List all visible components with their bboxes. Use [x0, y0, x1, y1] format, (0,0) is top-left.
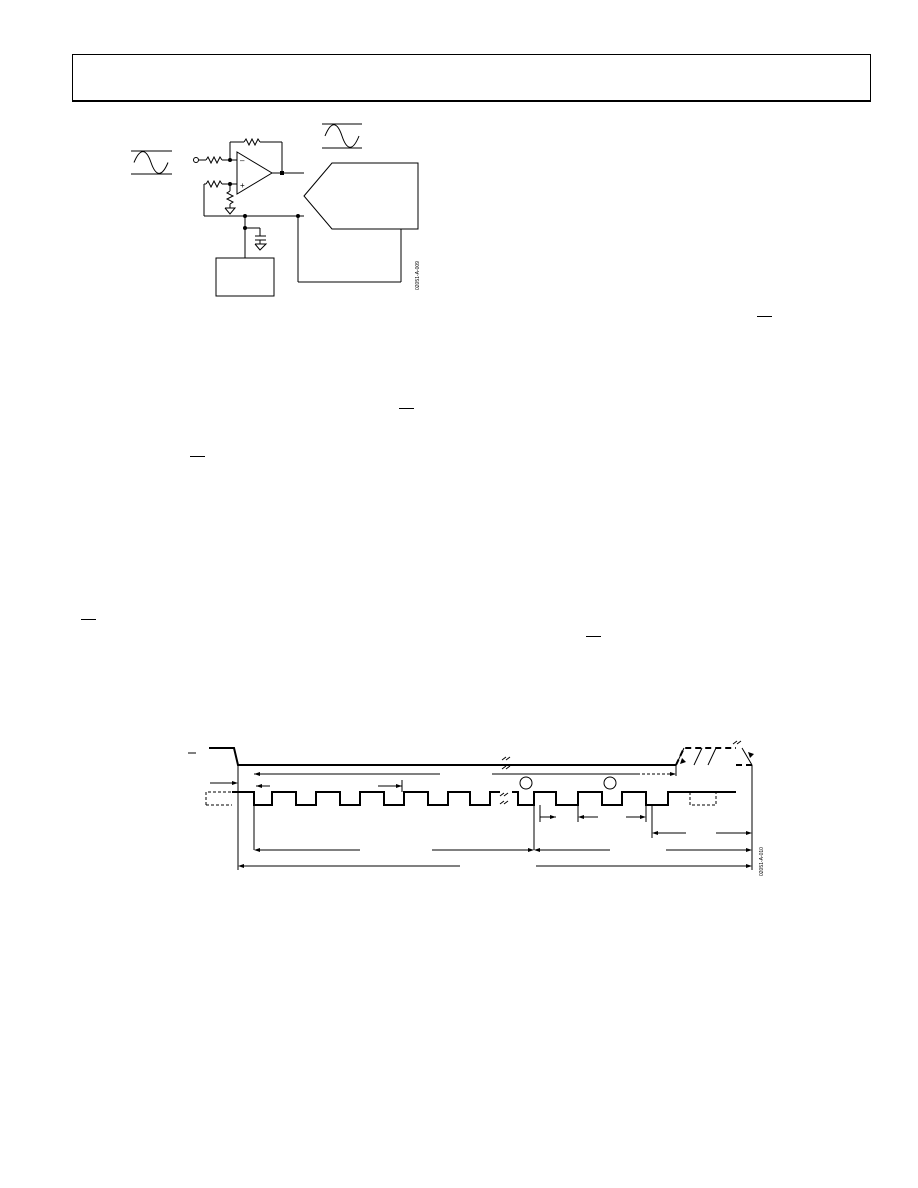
page-header-box	[72, 54, 871, 102]
input-resistor	[205, 155, 223, 165]
overbar-4	[81, 619, 96, 620]
opamp-plus-sign: +	[240, 181, 245, 190]
output-sine-icon	[322, 123, 362, 149]
adc-block	[303, 162, 419, 230]
feedback-resistor	[243, 137, 261, 147]
bias-resistor	[205, 179, 223, 189]
input-terminal	[193, 157, 199, 163]
overbar-5	[586, 636, 601, 637]
opamp-minus-sign: –	[240, 156, 245, 165]
ground-symbol-1	[224, 207, 237, 215]
circuit-figure-id: 02051-A-009	[415, 261, 421, 290]
overbar-2	[399, 408, 414, 409]
overbar-3	[190, 456, 205, 457]
opamp-triangle	[236, 151, 273, 195]
ground-resistor	[225, 190, 235, 205]
overbar-1	[757, 316, 772, 317]
reference-block	[215, 257, 275, 297]
ground-symbol-2	[254, 243, 268, 251]
input-sine-icon	[131, 150, 172, 175]
